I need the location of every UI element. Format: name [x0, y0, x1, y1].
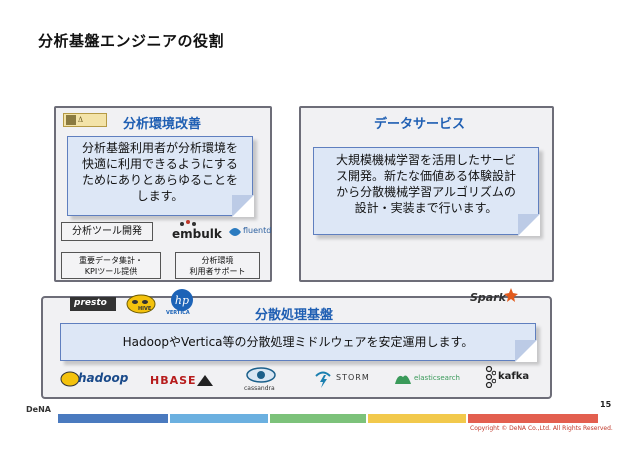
- presto-logo: presto: [70, 297, 116, 311]
- chip-line: 重要データ集計・: [79, 256, 143, 265]
- elasticsearch-label: elasticsearch: [414, 374, 460, 382]
- footer-segment: [270, 414, 366, 423]
- analysis-environment-heading: 分析環境改善: [123, 117, 202, 132]
- hbase-label: HBASE: [150, 374, 197, 387]
- embulk-icon: [180, 220, 196, 226]
- fluentd-fish-icon: [229, 228, 241, 236]
- hbase-orca-icon: [197, 375, 213, 386]
- user-support-chip: 分析環境 利用者サポート: [175, 252, 260, 279]
- spark-star-icon: [504, 288, 518, 302]
- storm-bolt-icon: [315, 371, 331, 388]
- kafka-icon: [485, 366, 496, 388]
- note-line: から分散機械学習アルゴリズムの: [336, 185, 516, 199]
- cassandra-eye-icon: [246, 367, 276, 383]
- storm-label: STORM: [336, 373, 370, 382]
- note-line: ス開発。新たな価値ある体験設計: [335, 169, 516, 183]
- footer-segment: [170, 414, 268, 423]
- svg-text:hp: hp: [175, 294, 189, 307]
- note-line: 設計・実装まで行います。: [354, 201, 498, 215]
- elasticsearch-icon: [395, 375, 411, 384]
- hadoop-logo: hadoop: [60, 369, 128, 389]
- kpi-tool-chip: 重要データ集計・ KPIツール提供: [61, 252, 161, 279]
- hadoop-label: hadoop: [78, 371, 129, 385]
- footer-segment: [468, 414, 598, 423]
- note-line: 分析基盤利用者が分析環境を: [81, 141, 238, 155]
- note-line: ためにありとあらゆることを: [81, 173, 238, 187]
- spark-logo: Spark: [470, 288, 518, 306]
- hive-label: HIVE: [138, 306, 152, 312]
- kafka-label: kafka: [498, 371, 530, 382]
- note-line: 快適に利用できるようにする: [82, 157, 238, 171]
- footer-segment: [58, 414, 168, 423]
- hp-icon: hp: [171, 289, 193, 311]
- hive-logo: HIVE: [123, 292, 163, 316]
- data-service-note: 大規模機械学習を活用したサービ ス開発。新たな価値ある体験設計 から分散機械学習…: [313, 147, 540, 236]
- slide-title: 分析基盤エンジニアの役割: [38, 32, 225, 50]
- fluentd-label: fluentd: [243, 226, 272, 235]
- chip-line: KPIツール提供: [84, 267, 138, 276]
- fluentd-logo: fluentd: [228, 222, 274, 242]
- distributed-processing-note: HadoopやVertica等の分散処理ミドルウェアを安定運用します。: [60, 323, 537, 362]
- chip-line: 分析環境: [201, 256, 234, 265]
- note-line: 大規模機械学習を活用したサービ: [335, 153, 516, 167]
- tool-dev-chip: 分析ツール開発: [61, 222, 153, 241]
- dena-logo: DeNA: [26, 405, 51, 414]
- cassandra-logo: cassandra: [240, 366, 282, 396]
- chip-line: 利用者サポート: [189, 267, 246, 276]
- analysis-environment-note: 分析基盤利用者が分析環境を 快適に利用できるようにする ためにありとあらゆること…: [67, 136, 254, 217]
- note-line: します。: [136, 189, 184, 203]
- hadoop-elephant-icon: [60, 371, 80, 387]
- footer-color-bar: [0, 414, 638, 423]
- embulk-logo: embulk: [172, 218, 222, 244]
- distributed-processing-heading: 分散処理基盤: [255, 308, 334, 323]
- spark-label: Spark: [470, 291, 506, 304]
- hbase-logo: HBASE: [150, 372, 216, 390]
- elasticsearch-logo: elasticsearch: [394, 368, 474, 388]
- page-number: 15: [600, 400, 612, 409]
- hp-vertica-logo: hp VERTICA: [166, 288, 198, 318]
- vertica-label: VERTICA: [166, 310, 190, 316]
- presto-label: presto: [74, 298, 107, 308]
- storm-logo: STORM: [312, 366, 372, 390]
- embulk-label: embulk: [172, 227, 222, 241]
- footer-segment: [368, 414, 466, 423]
- tableau-logo: Δ: [63, 113, 107, 127]
- data-service-heading: データサービス: [374, 117, 466, 132]
- copyright-text: Copyright © DeNA Co.,Ltd. All Rights Res…: [470, 425, 613, 432]
- cassandra-label: cassandra: [244, 385, 275, 392]
- kafka-logo: kafka: [482, 366, 532, 390]
- hive-bee-icon: [126, 294, 156, 314]
